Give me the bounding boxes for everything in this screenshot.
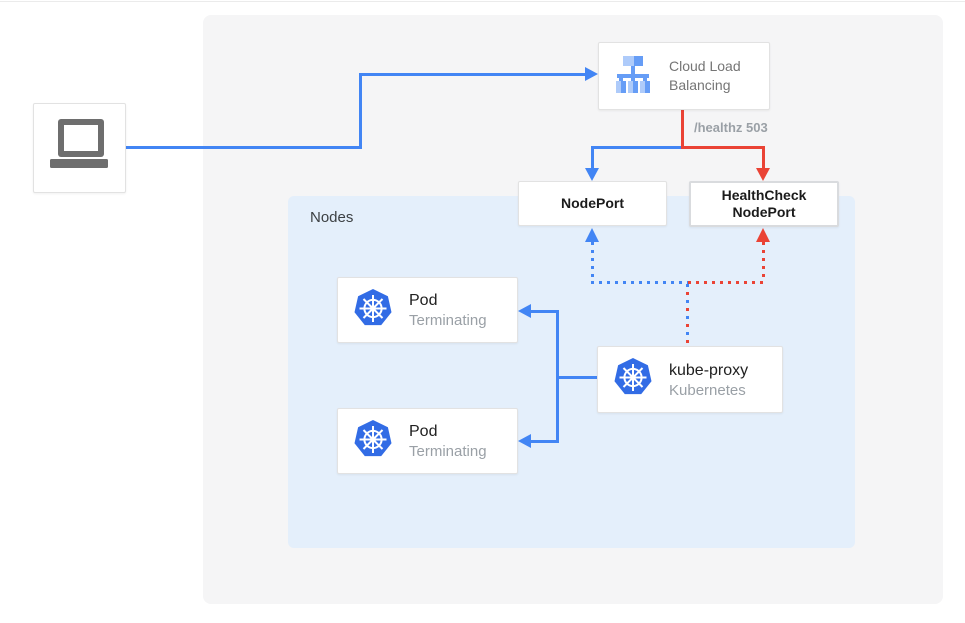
kubeproxy-to-nodeport-dotted-h [591,281,688,284]
pod-card-2: Pod Terminating [337,408,518,474]
load-balancer-card: Cloud Load Balancing [598,42,770,110]
kubeproxy-pods-spine [556,310,559,443]
pod-title: Pod [409,423,438,440]
nodeport-label: NodePort [561,195,624,211]
lb-to-healthcheck-line-h [681,146,765,149]
healthcheck-nodeport-label: HealthCheck NodePort [721,187,807,220]
load-balancer-label: Cloud Load Balancing [669,58,741,93]
kube-proxy-title: kube-proxy [669,361,749,379]
pod2-in-arrow-icon [518,434,531,448]
to-pod1-line-h [531,310,559,313]
client-to-lb-line-h2 [359,73,586,76]
client-to-lb-line-v [359,73,362,149]
kubeproxy-to-healthcheck-dotted-v [762,242,765,282]
nodeport-card: NodePort [518,181,667,226]
pod-status: Terminating [409,443,487,460]
laptop-icon [46,117,114,180]
lb-to-healthcheck-line-v [762,146,765,170]
healthz-status-label: /healthz 503 [694,120,768,135]
kubeproxy-out-line-h [556,376,597,379]
lb-to-nodeport-line-v [591,146,594,170]
kubeproxy-to-nodeport-arrow-icon [585,228,599,242]
healthcheck-in-arrow-icon [756,168,770,181]
client-to-lb-line-h [126,146,362,149]
lb-to-nodeport-line-h [591,146,681,149]
page-top-divider [0,1,965,2]
pod-status: Terminating [409,312,487,329]
kubeproxy-to-healthcheck-dotted-h [688,281,765,284]
pod1-in-arrow-icon [518,304,531,318]
kubernetes-icon [353,288,393,333]
kubernetes-icon [613,357,653,402]
kubernetes-icon [353,419,393,464]
kubeproxy-to-nodeport-dotted-v [591,242,594,282]
client-card [33,103,126,193]
to-pod2-line-h [531,440,559,443]
kube-proxy-card: kube-proxy Kubernetes [597,346,783,413]
nodes-label: Nodes [310,209,354,226]
pod-card-1: Pod Terminating [337,277,518,343]
pod-title: Pod [409,292,438,309]
kubeproxy-to-healthcheck-arrow-icon [756,228,770,242]
nodeport-in-arrow-icon [585,168,599,181]
load-balancer-icon [611,54,655,99]
healthcheck-nodeport-card: HealthCheck NodePort [689,181,839,227]
client-to-lb-arrow-icon [585,67,598,81]
lb-down-line-red [681,110,684,148]
kubeproxy-dotted-stem [686,284,689,346]
kube-proxy-subtitle: Kubernetes [669,381,746,399]
